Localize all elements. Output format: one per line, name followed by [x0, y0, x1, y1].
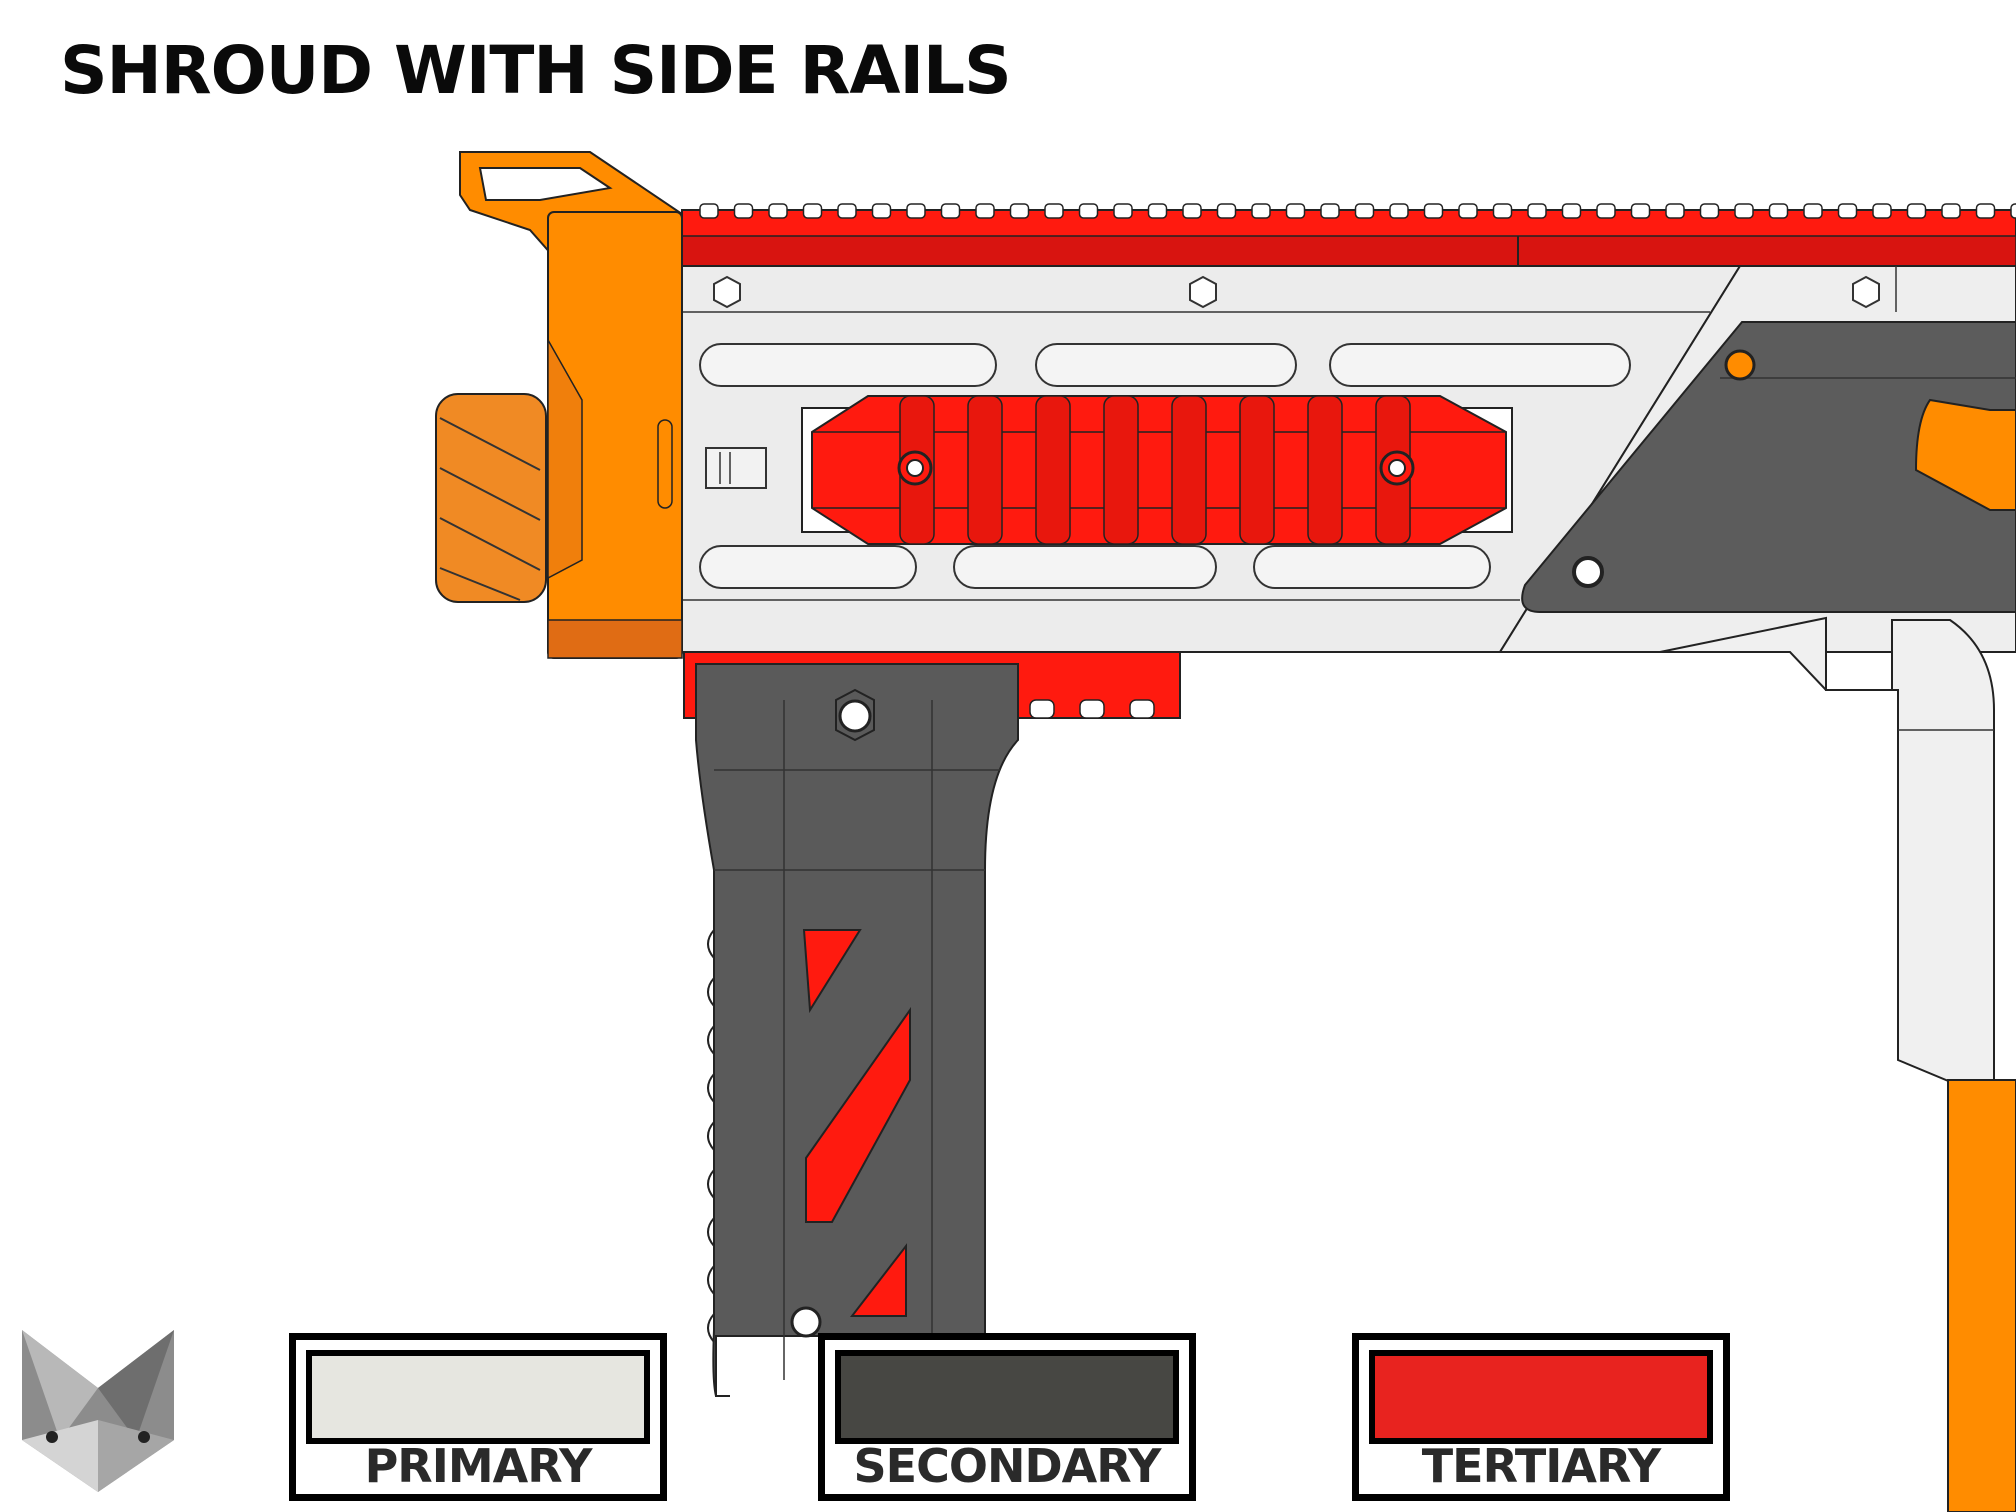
rail-tooth [1251, 203, 1271, 219]
rail-tooth [1665, 203, 1685, 219]
side-rail [801, 395, 1513, 545]
grip-rib [707, 1169, 715, 1199]
rail-tooth [1009, 203, 1030, 219]
rail-tooth [733, 203, 754, 219]
rail-tooth [1906, 203, 1927, 219]
grip-rib [707, 929, 715, 959]
side-rail-slot [1103, 395, 1139, 545]
rail-tooth [1941, 203, 1961, 219]
rear-stock [1659, 616, 2016, 1512]
rail-tooth [1561, 203, 1582, 219]
secondary-label: SECONDARY [853, 1439, 1162, 1494]
grip-rib [707, 1217, 715, 1247]
muzzle-cap [435, 151, 683, 659]
rail-tooth [802, 203, 823, 219]
primary-label: PRIMARY [364, 1439, 593, 1494]
primary-color-chip [306, 1350, 650, 1444]
rail-tooth [1285, 203, 1306, 219]
legend-secondary: SECONDARY [818, 1333, 1196, 1501]
rail-tooth [1803, 203, 1823, 219]
rail-tooth [1596, 203, 1616, 219]
rail-tooth [975, 203, 995, 219]
grip-rib [707, 1121, 715, 1151]
rail-tooth [906, 203, 926, 219]
rail-tooth [837, 203, 857, 219]
legend-primary: PRIMARY [289, 1333, 667, 1501]
rail-tooth [1216, 203, 1237, 219]
legend-tertiary: TERTIARY [1352, 1333, 1730, 1501]
grip-rib [707, 1025, 715, 1055]
rail-tooth [871, 203, 892, 219]
shroud-body [681, 265, 2016, 653]
rail-tooth [1975, 203, 1996, 219]
rail-tooth [1147, 203, 1168, 219]
rail-tooth [2010, 203, 2016, 219]
rail-tooth [1630, 203, 1651, 219]
rail-tooth [1389, 203, 1409, 219]
rail-tooth [1320, 203, 1340, 219]
tertiary-color-chip [1369, 1350, 1713, 1444]
foregrip [695, 663, 1019, 1397]
rail-tooth [1872, 203, 1892, 219]
rail-tooth [1837, 203, 1858, 219]
side-rail-slot [967, 395, 1003, 545]
rail-tooth [1734, 203, 1754, 219]
rail-tooth [1044, 203, 1064, 219]
side-rail-slot [1035, 395, 1071, 545]
rail-tooth [1768, 203, 1789, 219]
tertiary-label: TERTIARY [1421, 1439, 1661, 1494]
rail-tooth [1492, 203, 1513, 219]
top-rail [681, 203, 2016, 267]
rail-tooth [768, 203, 788, 219]
rail-tooth [699, 203, 719, 219]
rail-tooth [1423, 203, 1444, 219]
rail-tooth [1354, 203, 1375, 219]
grip-rib [707, 1313, 715, 1343]
rail-tooth [1182, 203, 1202, 219]
grip-rib [707, 977, 715, 1007]
rail-tooth [1699, 203, 1720, 219]
fox-logo-icon [22, 1330, 174, 1492]
rail-tooth [1458, 203, 1478, 219]
side-rail-slot [1307, 395, 1343, 545]
rail-tooth [940, 203, 961, 219]
grip-rib [707, 1265, 715, 1295]
side-rail-slot [1171, 395, 1207, 545]
rail-tooth [1078, 203, 1099, 219]
page-title: SHROUD WITH SIDE RAILS [60, 32, 1012, 109]
rail-tooth [1527, 203, 1547, 219]
secondary-color-chip [835, 1350, 1179, 1444]
side-rail-slot [1239, 395, 1275, 545]
grip-rib [707, 1073, 715, 1103]
rail-tooth [1113, 203, 1133, 219]
